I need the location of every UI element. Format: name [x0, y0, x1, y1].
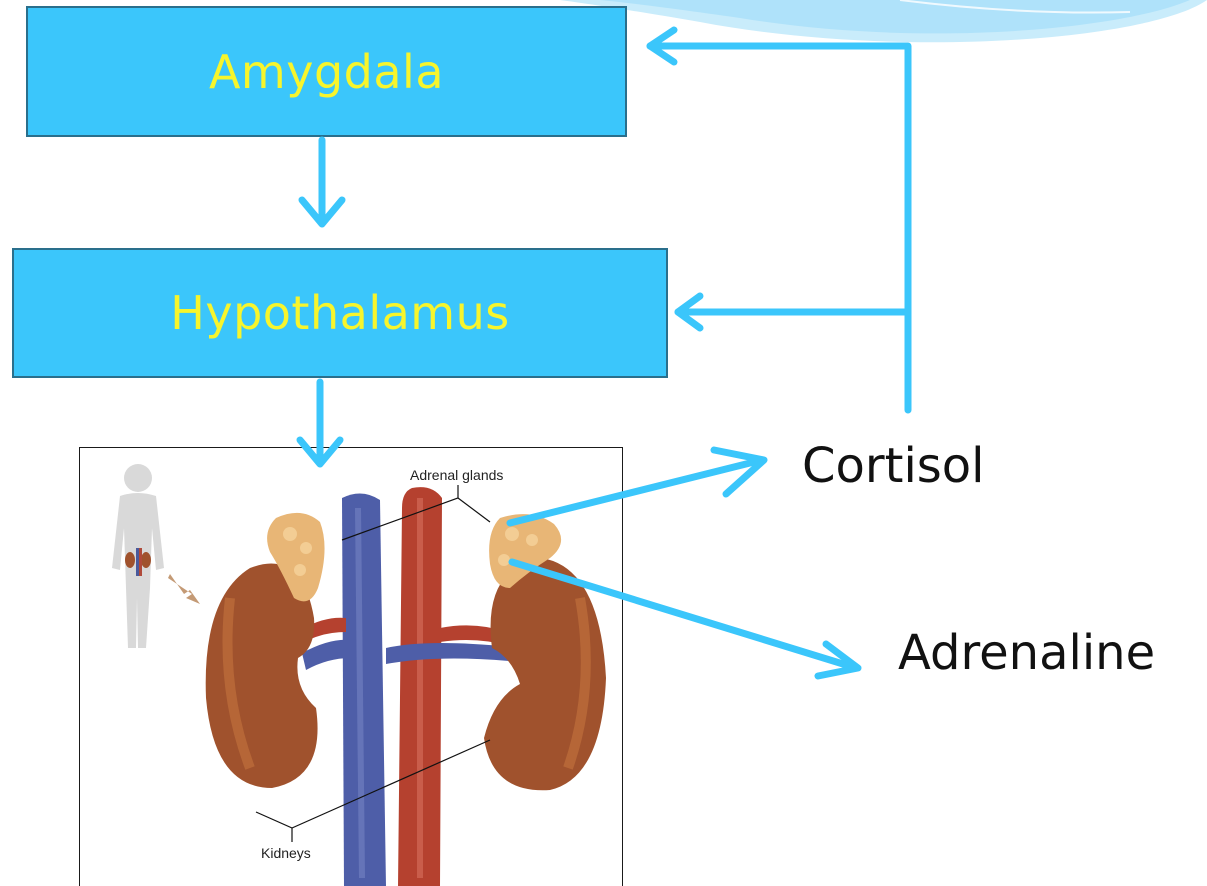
hypothalamus-label: Hypothalamus	[170, 286, 509, 340]
amygdala-box: Amygdala	[26, 6, 627, 137]
adrenaline-label: Adrenaline	[898, 625, 1155, 681]
adrenal-glands-label: Adrenal glands	[410, 467, 503, 483]
kidneys-label: Kidneys	[261, 845, 311, 861]
amygdala-label: Amygdala	[209, 45, 444, 99]
adrenal-kidney-illustration: Adrenal glands Kidneys	[79, 447, 623, 886]
hypothalamus-box: Hypothalamus	[12, 248, 668, 378]
cortisol-label: Cortisol	[802, 438, 984, 494]
pointer-arrow-icon	[168, 574, 200, 604]
